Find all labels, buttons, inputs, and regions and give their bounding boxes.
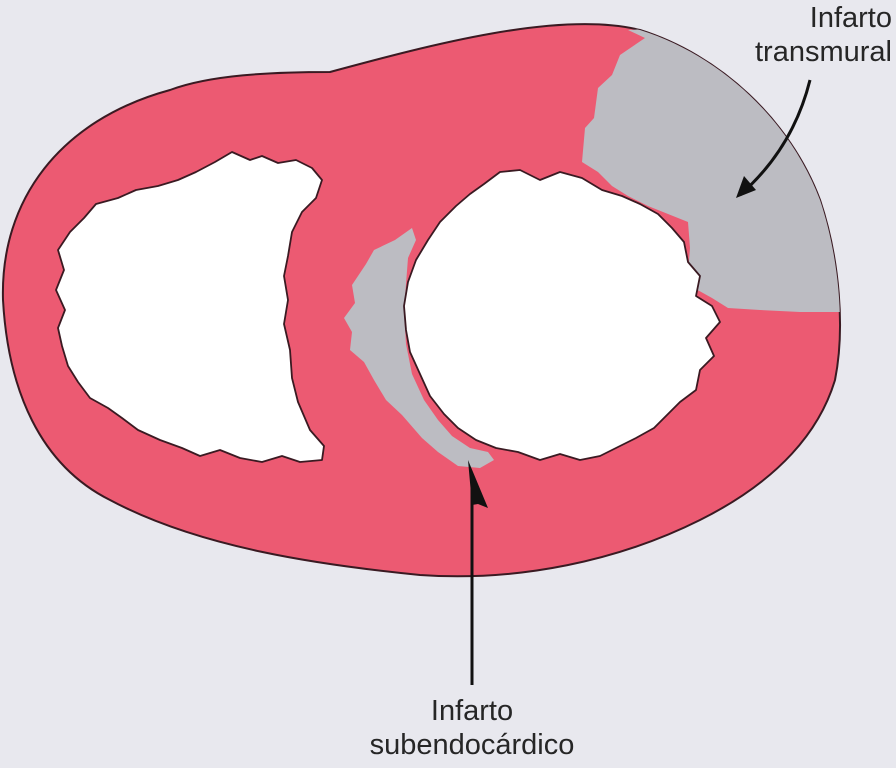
- transmural-infarct-label: Infarto transmural: [672, 1, 892, 69]
- subendocardial-infarct-label: Infarto subendocárdico: [337, 694, 607, 762]
- left-ventricle-cavity: [403, 169, 721, 461]
- subendocardial-label-line2: subendocárdico: [369, 729, 575, 761]
- transmural-label-line2: transmural: [755, 36, 892, 68]
- transmural-arrow: [736, 79, 812, 198]
- subendocardial-infarct-region: [344, 228, 494, 468]
- subendocardial-arrow: [468, 460, 488, 685]
- right-ventricle-cavity: [55, 151, 325, 463]
- transmural-label-line1: Infarto: [809, 2, 892, 34]
- subendocardial-label-line1: Infarto: [430, 695, 514, 727]
